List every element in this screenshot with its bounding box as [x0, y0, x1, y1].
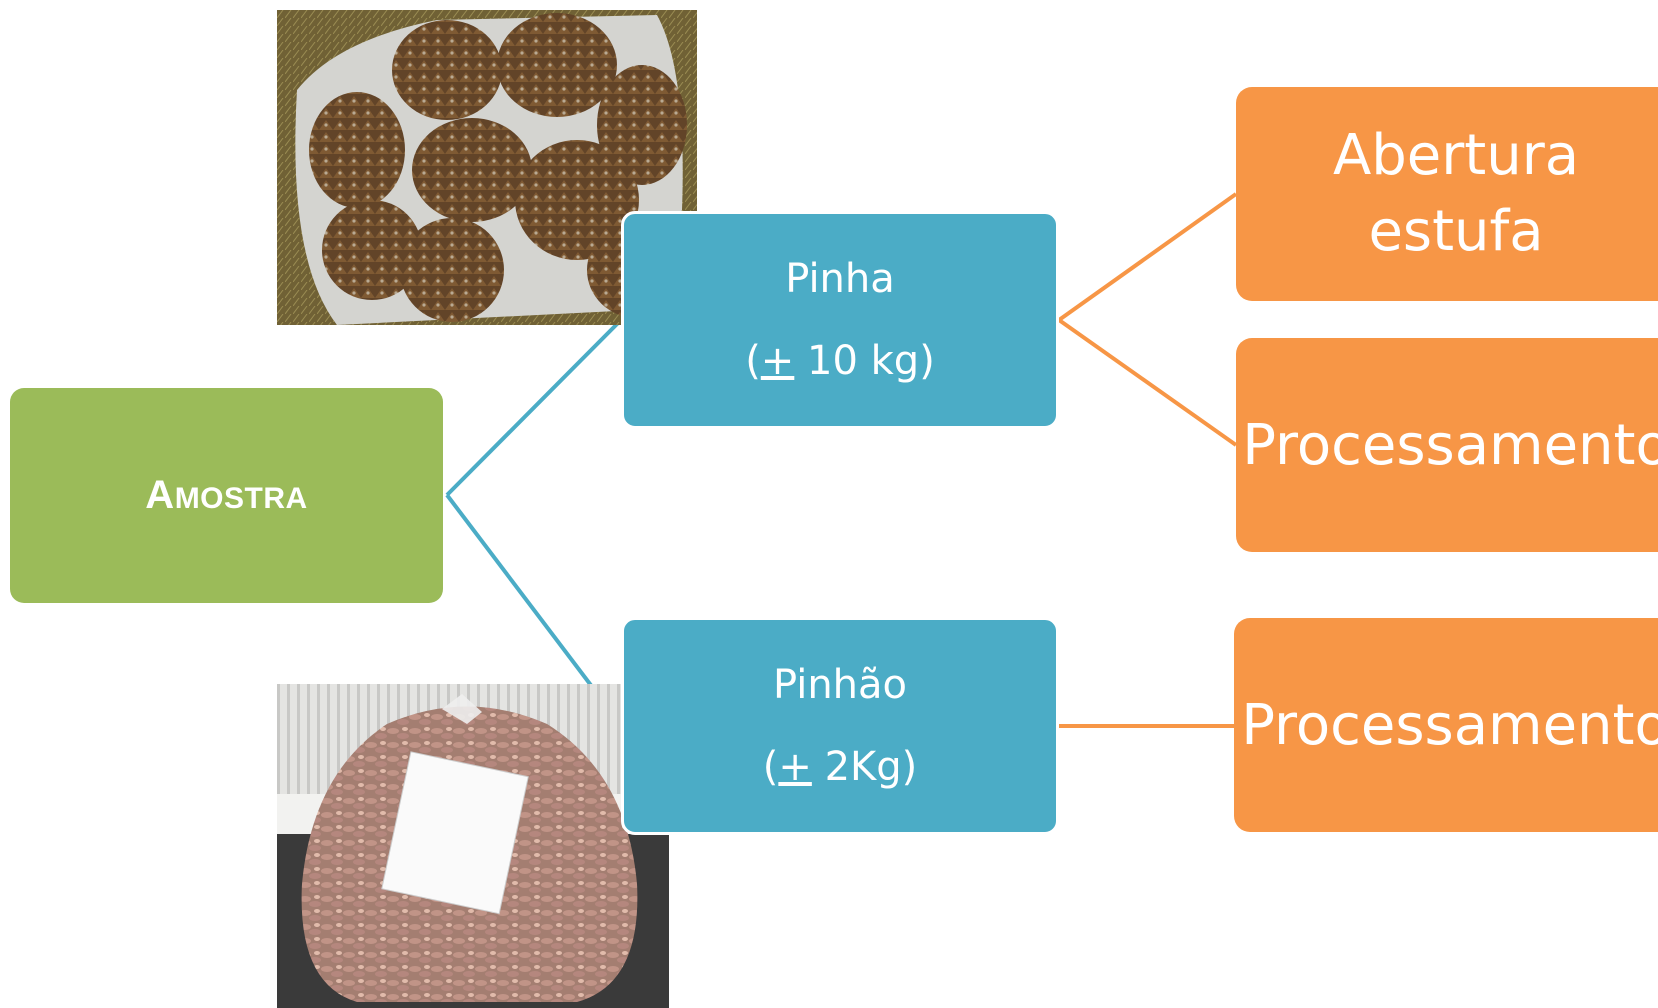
plus-minus-sign: + — [761, 338, 795, 384]
leaf-label-line1: Abertura — [1333, 118, 1579, 194]
branch-label: Pinhão — [773, 644, 907, 726]
qty-value: 10 kg) — [794, 338, 935, 384]
qty-value: 2Kg) — [812, 744, 917, 790]
leaf-node-processamento-pinha: Processamento — [1236, 338, 1658, 552]
plus-minus-sign: + — [778, 744, 812, 790]
leaf-label: Processamento — [1242, 413, 1658, 478]
branch-quantity: (+ 10 kg) — [745, 320, 935, 402]
root-node-amostra: AMOSTRA — [10, 388, 443, 603]
qty-prefix: ( — [745, 338, 761, 384]
qty-prefix: ( — [763, 744, 779, 790]
branch-node-pinha: Pinha (+ 10 kg) — [621, 211, 1059, 429]
root-label-rest: MOSTRA — [175, 482, 308, 515]
branch-quantity: (+ 2Kg) — [763, 726, 918, 808]
branch-node-pinhao: Pinhão (+ 2Kg) — [621, 617, 1059, 835]
root-label-initial: A — [145, 473, 174, 517]
leaf-label: Processamento — [1241, 693, 1658, 758]
leaf-node-abertura-estufa: Abertura estufa — [1236, 87, 1658, 301]
branch-label: Pinha — [785, 238, 895, 320]
leaf-node-processamento-pinhao: Processamento — [1234, 618, 1658, 832]
leaf-label-line2: estufa — [1368, 194, 1543, 270]
root-label: AMOSTRA — [145, 473, 307, 518]
connector-root-pinha — [447, 320, 621, 495]
connector-pinha-abertura — [1059, 194, 1236, 320]
pine-nuts-bag-photo — [277, 684, 669, 1008]
connector-pinha-processamento — [1059, 320, 1236, 445]
